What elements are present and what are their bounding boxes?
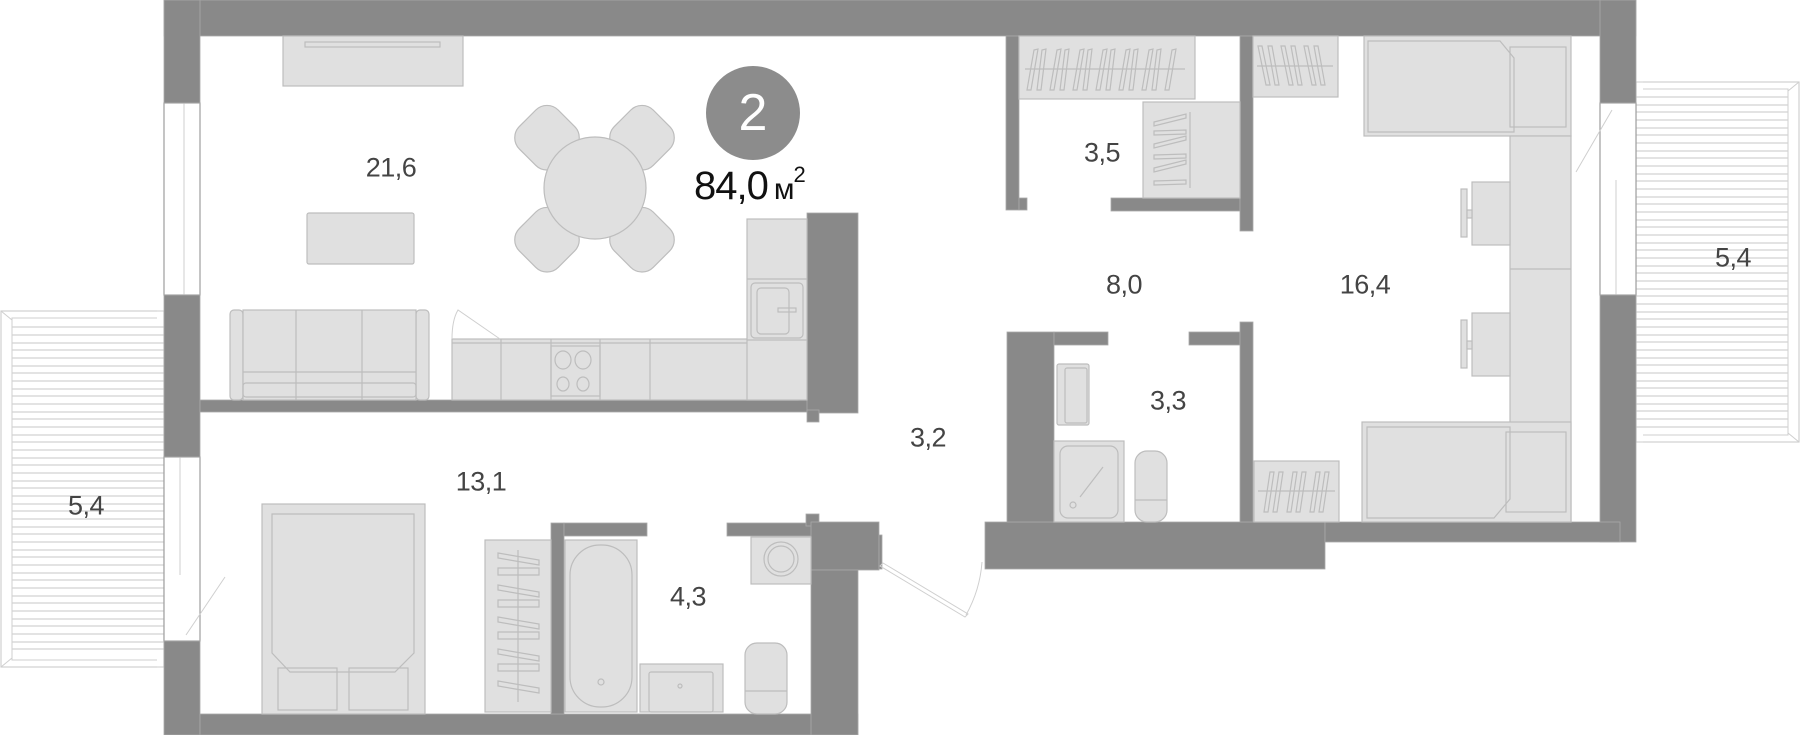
room-area-hall-entry: 3,2: [909, 422, 947, 453]
double-bed: [261, 503, 426, 715]
sink: [1056, 363, 1090, 426]
room-area-living-kitchen: 21,6: [365, 152, 417, 183]
room-area-hall-center: 8,0: [1105, 269, 1143, 300]
shower: [1053, 440, 1125, 523]
living-furniture: [229, 35, 808, 401]
unit-power: 2: [793, 162, 805, 187]
balcony-left-slats: [12, 326, 164, 650]
kitchen-counter: [451, 218, 808, 401]
bedroom-left-furniture: [261, 503, 552, 715]
total-area-value: 84,0: [694, 164, 769, 208]
walls: [163, 0, 1637, 735]
washing-machine: [750, 536, 812, 585]
rooms-count: 2: [738, 84, 768, 142]
dining-table: [514, 104, 675, 273]
room-area-balcony-right: 5,4: [1714, 242, 1752, 273]
sofa: [229, 309, 430, 401]
toilet: [744, 642, 788, 715]
toilet-right: [1134, 450, 1168, 523]
room-area-bedroom-right: 16,4: [1339, 269, 1391, 300]
coffee-table: [306, 212, 415, 265]
bathroom-right-fixtures: [1053, 363, 1168, 523]
balcony-right: [1635, 81, 1800, 443]
tv-stand: [282, 35, 464, 87]
room-area-bathroom-right: 3,3: [1149, 385, 1187, 416]
bedroom-right-furniture: [1252, 35, 1572, 523]
wardrobe-room-furniture: [1018, 35, 1241, 199]
windows: [163, 102, 1637, 642]
room-area-bedroom-left: 13,1: [455, 466, 507, 497]
room-area-bathroom-left: 4,3: [669, 581, 707, 612]
bathtub: [564, 539, 638, 713]
room-area-wardrobe: 3,5: [1083, 137, 1121, 168]
bathroom-left-fixtures: [564, 536, 812, 715]
total-area-unit: м2: [773, 162, 806, 206]
balcony-right-slats: [1636, 96, 1788, 428]
room-area-balcony-left: 5,4: [67, 490, 105, 521]
entry-door: [879, 561, 983, 618]
unit-text: м: [773, 173, 795, 206]
balcony-left: [0, 310, 165, 668]
rooms-count-badge: 2: [706, 66, 800, 160]
